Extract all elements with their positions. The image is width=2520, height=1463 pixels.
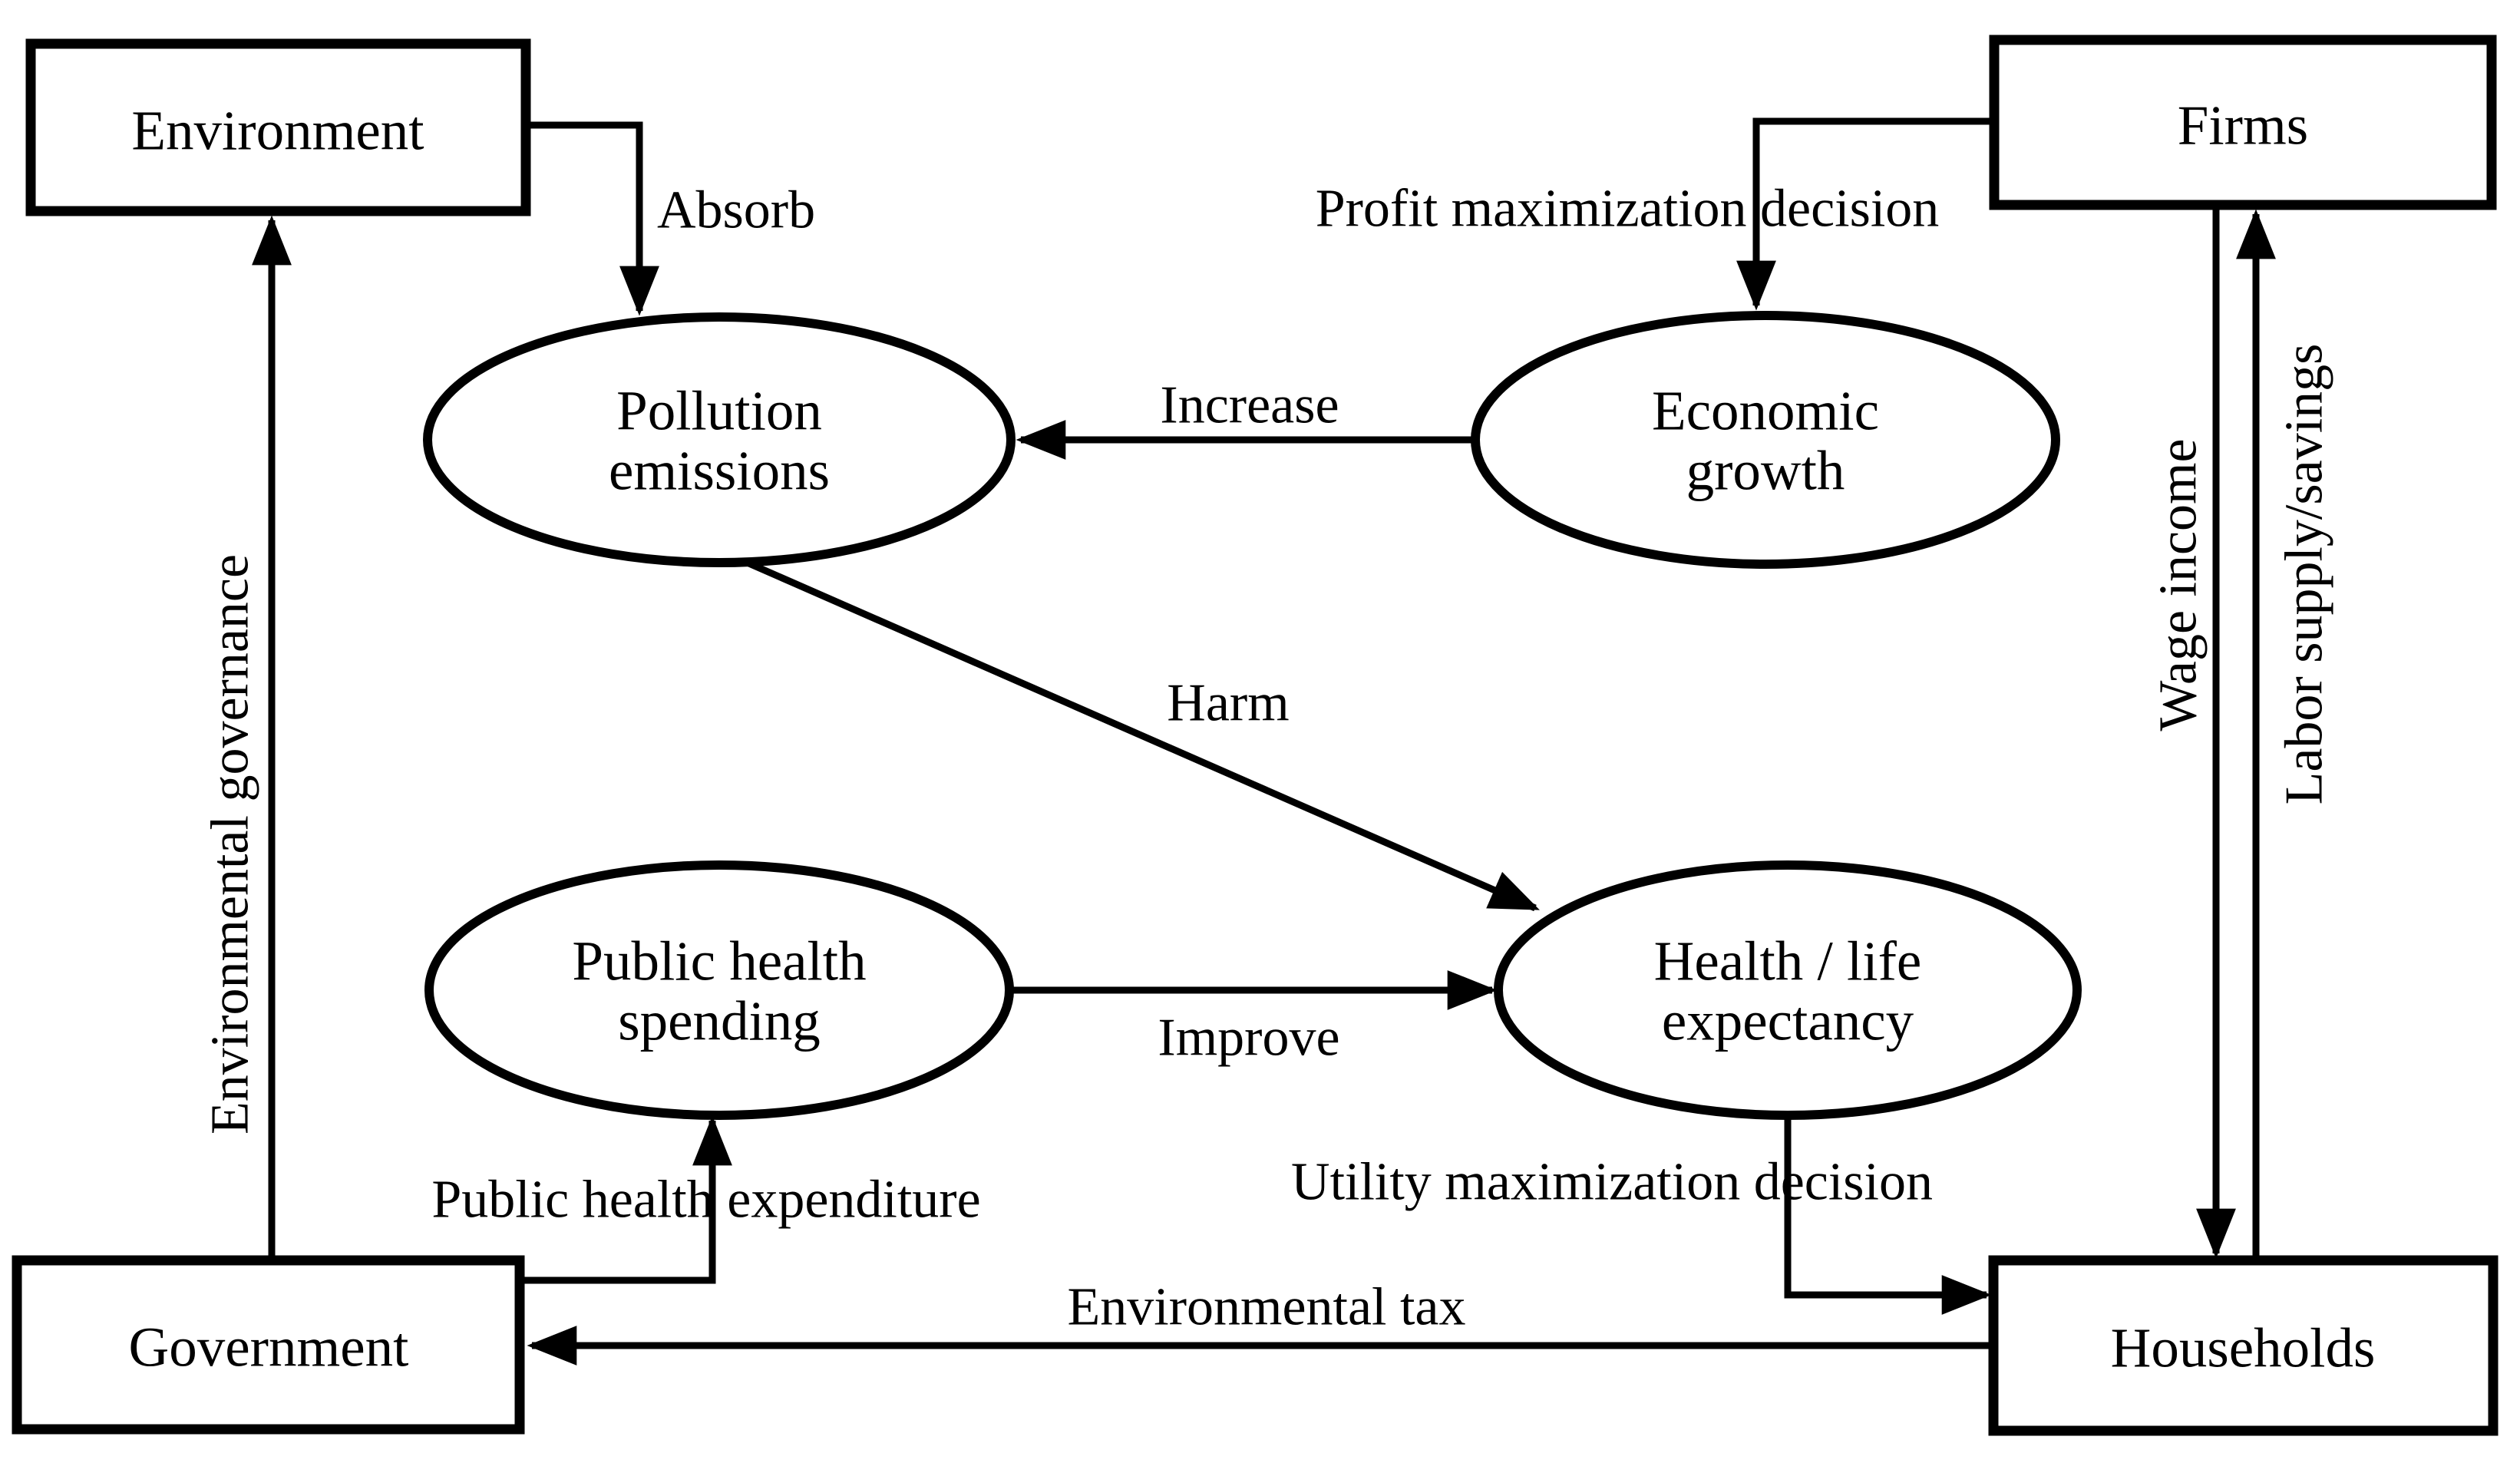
health-life-expectancy-label-line2: expectancy: [1662, 990, 1914, 1052]
public-health-spending-ellipse: [424, 860, 1014, 1120]
utility-maximization-arrow: [1784, 1113, 1992, 1315]
firms-label: Firms: [2178, 94, 2308, 157]
harm-arrow: [737, 555, 1540, 912]
households-label: Households: [2111, 1317, 2376, 1379]
edge-environmental-tax: Environmental tax: [527, 1278, 1993, 1366]
node-economic-growth: Economic growth: [1471, 311, 2060, 569]
environmental-tax-label: Environmental tax: [1067, 1278, 1465, 1337]
profit-maximization-label: Profit maximization decision: [1316, 180, 1940, 239]
pollution-emissions-ellipse: [423, 312, 1016, 567]
edge-harm: Harm: [737, 555, 1540, 912]
increase-label: Increase: [1160, 376, 1339, 435]
edge-absorb: Absorb: [526, 121, 815, 316]
edge-labor-supply-savings: Labor supply/savings: [2236, 209, 2334, 1260]
edge-wage-income: Wage income: [2149, 205, 2236, 1259]
public-health-spending-label-line1: Public health: [572, 930, 866, 992]
node-pollution-emissions: Pollution emissions: [423, 312, 1016, 567]
economic-growth-ellipse: [1471, 311, 2060, 569]
pollution-emissions-label-line2: emissions: [609, 440, 830, 502]
public-health-expenditure-label: Public health expenditure: [431, 1171, 980, 1230]
node-public-health-spending: Public health spending: [424, 860, 1014, 1120]
node-households: Households: [1988, 1255, 2499, 1436]
absorb-label: Absorb: [657, 181, 815, 240]
households-box: [1988, 1255, 2499, 1436]
environment-label: Environment: [131, 100, 424, 162]
node-government: Government: [12, 1255, 525, 1435]
public-health-spending-label-line2: spending: [618, 990, 821, 1052]
government-label: Government: [129, 1316, 409, 1379]
edge-improve: Improve: [1009, 970, 1498, 1068]
firms-box: [1989, 35, 2497, 210]
harm-label: Harm: [1167, 674, 1289, 733]
government-box: [12, 1255, 525, 1435]
node-environment: Environment: [25, 38, 531, 216]
environment-box: [25, 38, 531, 216]
edge-utility-maximization: Utility maximization decision: [1291, 1113, 1992, 1315]
economic-growth-label-line2: growth: [1686, 440, 1845, 502]
pollution-emissions-label-line1: Pollution: [616, 380, 822, 442]
node-health-life-expectancy: Health / life expectancy: [1494, 860, 2082, 1120]
health-life-expectancy-label-line1: Health / life: [1654, 930, 1922, 992]
profit-maximization-arrow: [1736, 117, 1994, 311]
utility-maximization-label: Utility maximization decision: [1291, 1153, 1933, 1212]
edge-public-health-expenditure: Public health expenditure: [431, 1115, 981, 1284]
absorb-arrow: [526, 121, 659, 316]
node-firms: Firms: [1989, 35, 2497, 210]
economic-growth-label-line1: Economic: [1652, 380, 1879, 442]
public-health-expenditure-arrow: [520, 1115, 732, 1284]
wage-income-label: Wage income: [2149, 438, 2208, 731]
improve-label: Improve: [1158, 1009, 1339, 1068]
labor-supply-savings-label: Labor supply/savings: [2275, 344, 2334, 805]
edge-environmental-governance: Environmental governance: [201, 215, 292, 1260]
edge-profit-maximization: Profit maximization decision: [1316, 117, 1994, 311]
health-life-expectancy-ellipse: [1494, 860, 2082, 1120]
environmental-governance-label: Environmental governance: [201, 554, 260, 1134]
edge-increase: Increase: [1016, 376, 1475, 460]
